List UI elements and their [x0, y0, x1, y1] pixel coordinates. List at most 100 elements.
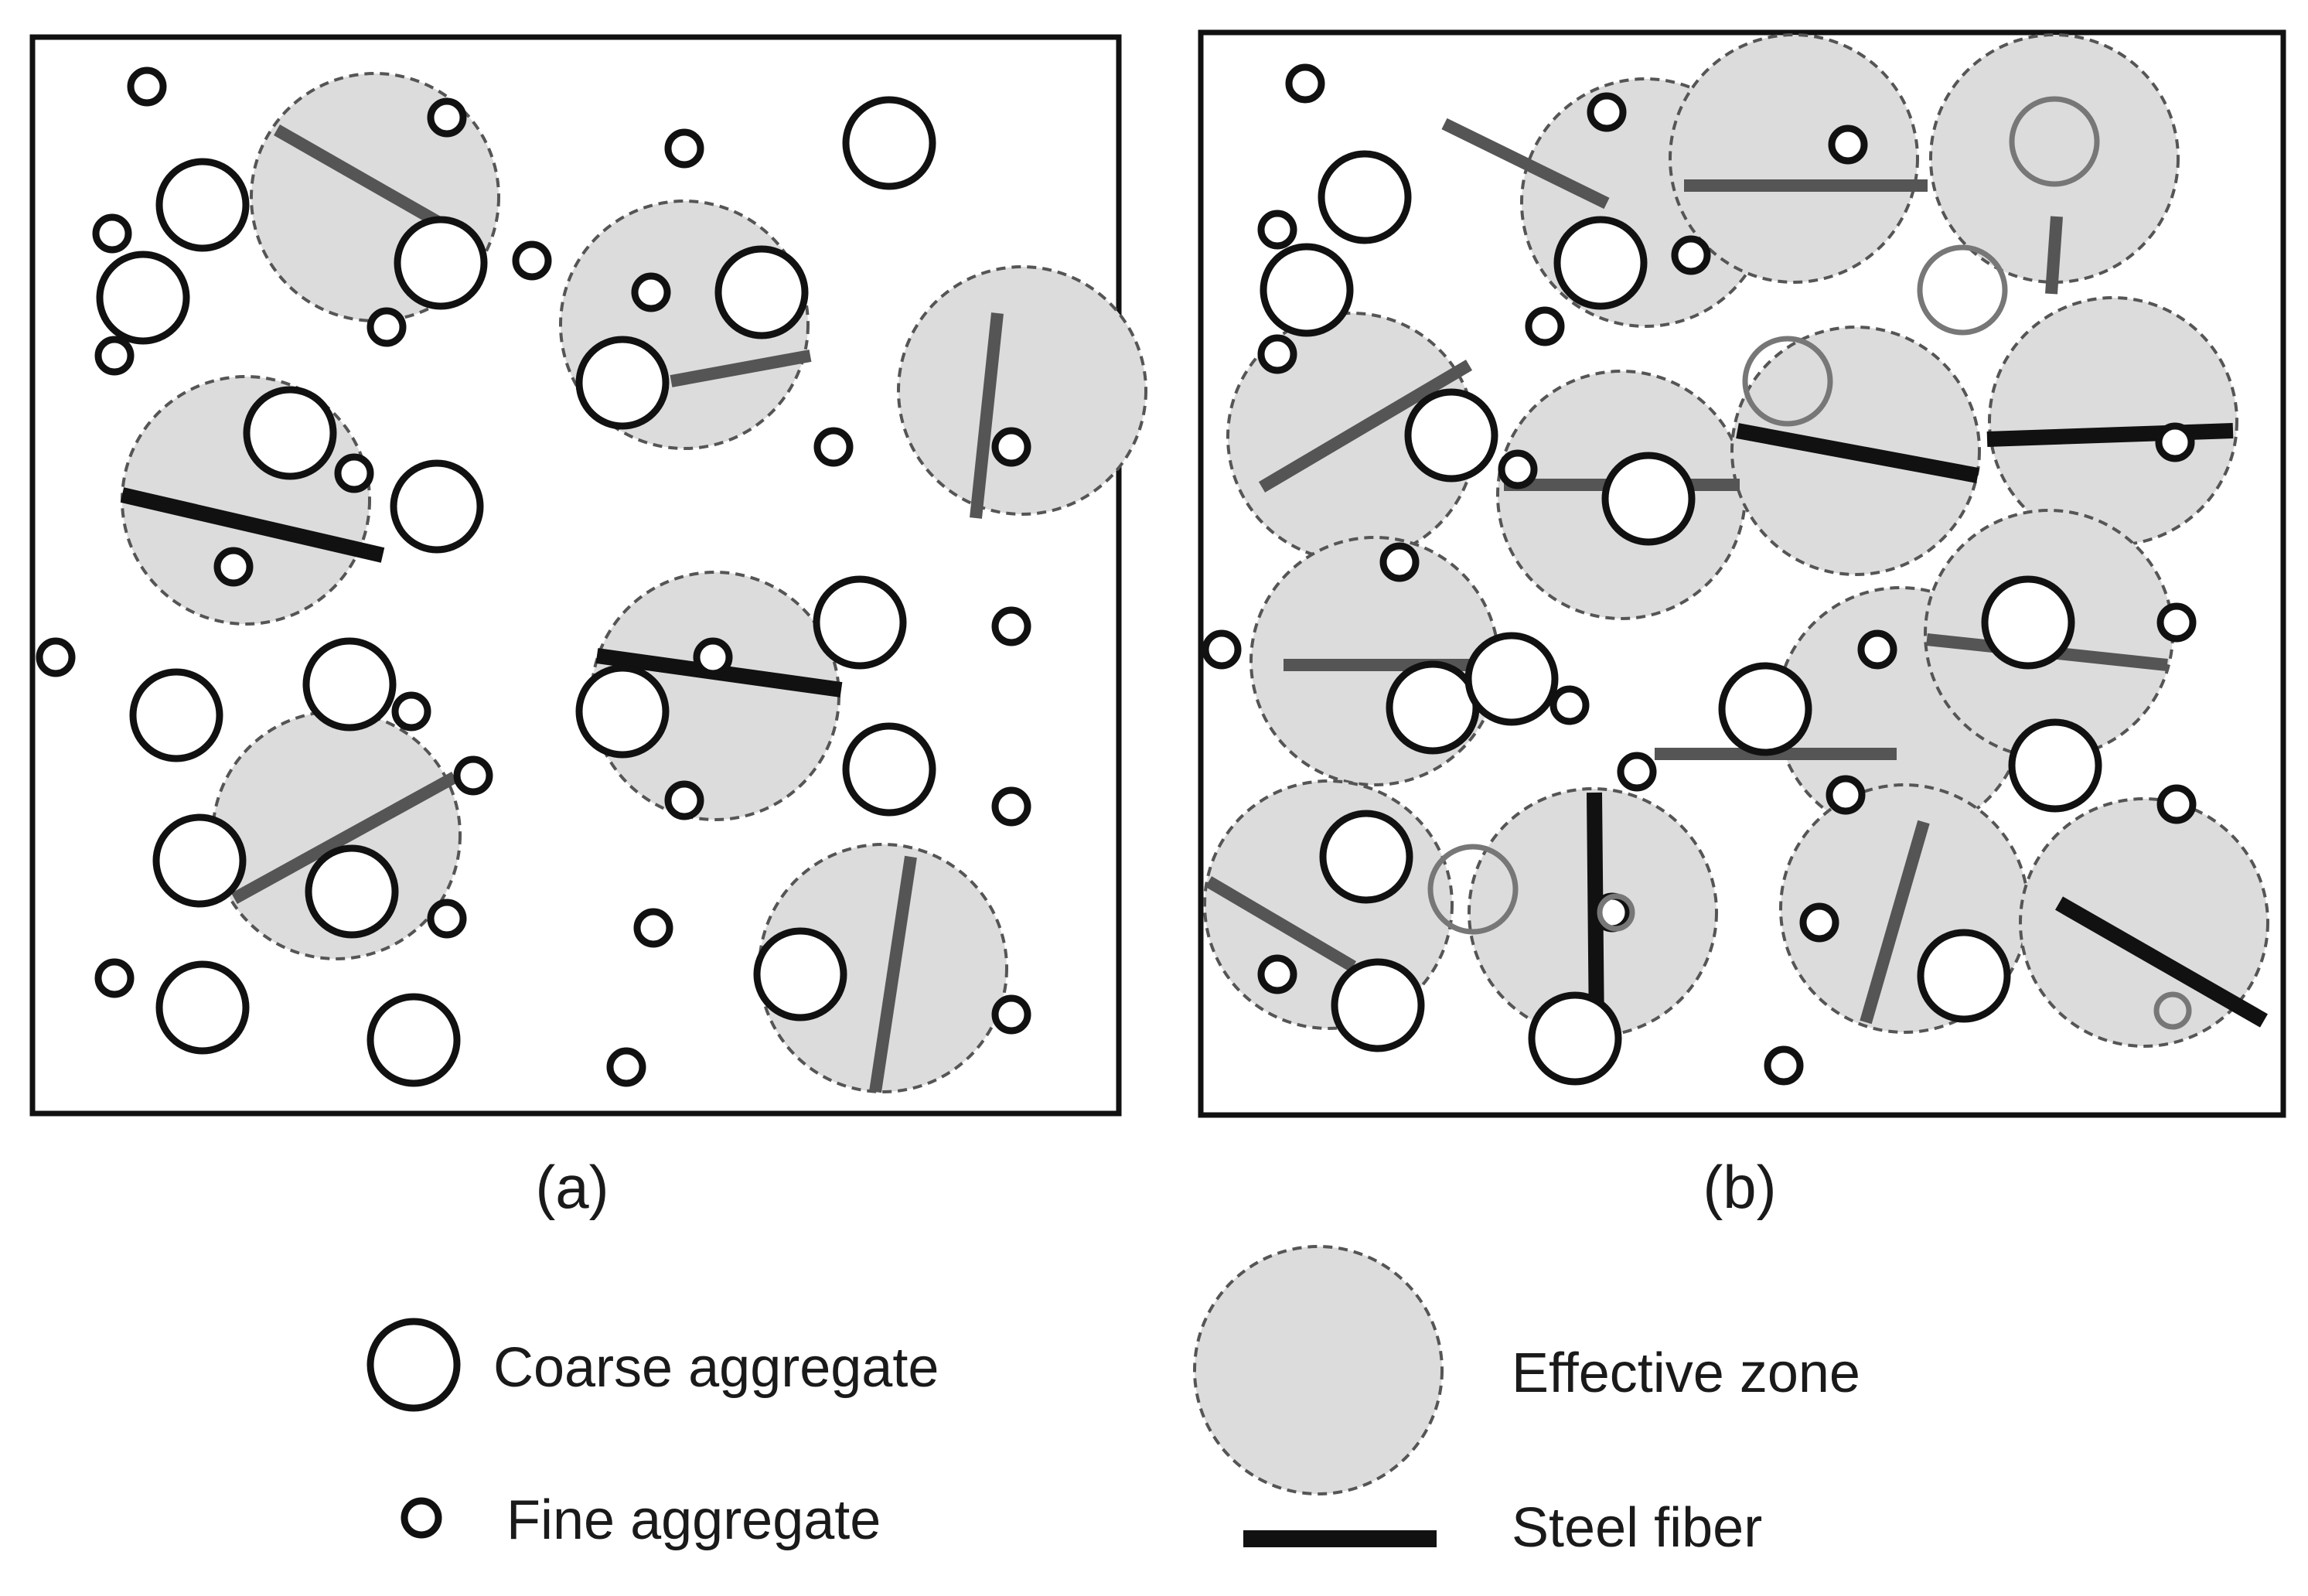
fine-aggregate — [427, 899, 467, 939]
steel-fiber — [869, 855, 917, 1093]
fine-aggregate — [991, 606, 1031, 646]
coarse-aggregate — [753, 927, 847, 1021]
coarse-aggregate-faint — [2009, 96, 2100, 187]
fine-aggregate — [1799, 902, 1839, 943]
coarse-aggregate-faint — [1742, 336, 1833, 427]
legend-coarse-aggregate-symbol — [366, 1318, 461, 1412]
legend-coarse-aggregate-label: Coarse aggregate — [493, 1337, 939, 1399]
fine-aggregate — [1857, 629, 1897, 670]
fine-aggregate — [36, 637, 76, 677]
fine-aggregate — [633, 908, 673, 948]
fine-aggregate — [606, 1047, 646, 1087]
fine-aggregate — [2156, 602, 2197, 643]
coarse-aggregate — [1318, 150, 1412, 244]
steel-fiber — [1205, 876, 1357, 972]
coarse-aggregate — [575, 336, 670, 430]
coarse-aggregate — [1260, 243, 1354, 337]
coarse-aggregate — [1718, 662, 1812, 756]
fine-aggregate — [512, 240, 552, 281]
panel-a-low-fiber-content — [29, 34, 1147, 1117]
panel-a-caption: (a) — [535, 1153, 609, 1221]
fine-aggregate — [1826, 775, 1866, 815]
fine-aggregate — [1549, 685, 1590, 725]
fine-aggregate — [2156, 784, 2197, 824]
steel-fiber — [2045, 216, 2063, 295]
fine-aggregate — [92, 213, 132, 254]
fine-aggregate — [664, 780, 704, 820]
legend — [366, 1245, 1444, 1547]
fine-aggregate — [1671, 235, 1711, 275]
coarse-aggregate — [305, 844, 399, 939]
steel-fiber — [1441, 118, 1610, 210]
coarse-aggregate — [155, 960, 250, 1055]
effective-zone — [897, 265, 1147, 516]
fine-aggregate — [1525, 306, 1565, 346]
coarse-aggregate — [1319, 810, 1413, 904]
fine-aggregate — [1257, 210, 1297, 250]
coarse-aggregate — [575, 664, 670, 759]
fine-aggregate — [453, 755, 493, 796]
fine-aggregate — [1257, 954, 1297, 994]
coarse-aggregate — [1553, 216, 1648, 310]
fine-aggregate — [213, 547, 254, 587]
panel-b-high-fiber-content — [1198, 29, 2286, 1118]
legend-steel-fiber-label: Steel fiber — [1512, 1497, 1763, 1559]
coarse-aggregate — [394, 216, 488, 310]
steel-fiber — [1736, 423, 1979, 483]
coarse-aggregate — [152, 813, 247, 908]
coarse-aggregate — [129, 668, 223, 762]
steel-fiber — [231, 771, 458, 905]
effective-zone — [1988, 296, 2238, 547]
fine-aggregate — [94, 336, 135, 376]
steel-fiber — [1986, 423, 2234, 447]
coarse-aggregate — [1601, 452, 1696, 546]
fine-aggregate — [391, 691, 431, 732]
coarse-aggregate — [390, 459, 484, 554]
coarse-aggregate — [155, 158, 250, 252]
coarse-aggregate — [842, 722, 936, 817]
steel-fiber — [670, 350, 812, 387]
fine-aggregate — [1498, 449, 1538, 489]
fine-aggregate — [1285, 63, 1325, 104]
fine-aggregate — [991, 786, 1031, 827]
fine-aggregate — [334, 453, 374, 493]
steel-fiber — [1860, 820, 1930, 1025]
steel-fiber — [120, 487, 385, 563]
fine-aggregate — [1202, 629, 1242, 670]
coarse-aggregate — [1404, 388, 1498, 483]
coarse-aggregate — [1917, 929, 2011, 1023]
panel-b-caption: (b) — [1703, 1153, 1777, 1221]
steel-fiber — [274, 124, 442, 228]
fine-aggregate — [1257, 334, 1297, 374]
steel-fiber — [2055, 896, 2268, 1028]
coarse-aggregate — [243, 386, 337, 480]
coarse-aggregate — [1981, 575, 2075, 670]
coarse-aggregate — [1386, 660, 1480, 755]
fine-aggregate — [1587, 92, 1627, 132]
coarse-aggregate — [714, 245, 809, 339]
coarse-aggregate — [813, 575, 907, 670]
fine-aggregate — [1828, 124, 1868, 165]
fine-aggregate — [1764, 1045, 1804, 1086]
fine-aggregate — [693, 637, 733, 677]
effective-zone — [1669, 33, 1919, 284]
coarse-aggregate — [366, 993, 461, 1087]
fine-aggregate — [1379, 542, 1420, 582]
fine-aggregate — [1617, 752, 1657, 792]
fine-aggregate — [127, 66, 167, 107]
coarse-aggregate-faint — [1917, 244, 2008, 336]
fine-aggregate — [94, 958, 135, 998]
fine-aggregate — [366, 307, 407, 347]
fine-aggregate-faint — [2153, 991, 2192, 1030]
fine-aggregate-faint — [1597, 893, 1635, 932]
fine-aggregate — [631, 272, 671, 312]
coarse-aggregate — [1331, 958, 1425, 1052]
coarse-aggregate — [96, 251, 190, 345]
fine-aggregate — [813, 427, 854, 467]
fine-aggregate — [427, 97, 467, 138]
steel-fiber — [970, 312, 1004, 519]
legend-fine-aggregate-symbol — [401, 1497, 442, 1539]
legend-effective-zone-label: Effective zone — [1512, 1342, 1860, 1404]
legend-fine-aggregate-label: Fine aggregate — [506, 1489, 881, 1551]
coarse-aggregate — [2008, 718, 2102, 813]
